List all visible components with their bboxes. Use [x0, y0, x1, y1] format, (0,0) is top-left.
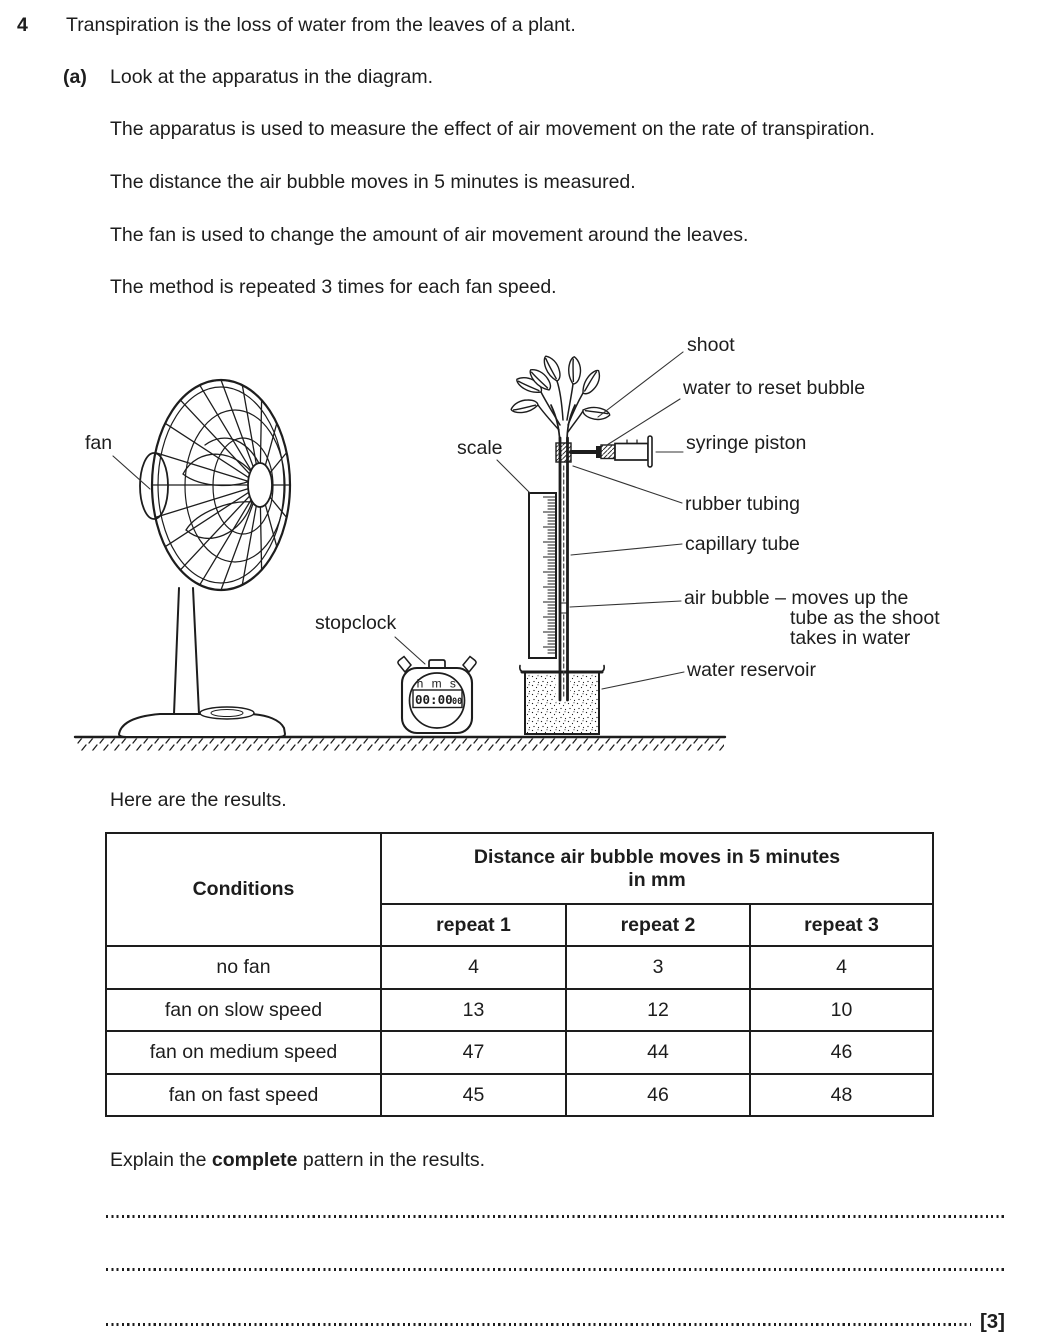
rubber-tubing-label: rubber tubing [685, 493, 800, 515]
answer-prompt-suffix: pattern in the results. [297, 1149, 486, 1171]
rubber-tubing-leader-line [572, 465, 683, 504]
leader-lines [112, 351, 685, 690]
repeat-3-header: repeat 3 [749, 903, 934, 947]
scale-leader-line [496, 459, 531, 494]
shoot-label: shoot [687, 334, 735, 356]
fan-illustration [117, 378, 292, 738]
answer-prompt-prefix: Explain the [110, 1149, 212, 1171]
value-cell: 46 [565, 1073, 751, 1117]
value-cell: 4 [380, 945, 567, 990]
value-cell: 10 [749, 988, 934, 1032]
answer-line-3 [106, 1323, 971, 1326]
stopclock-label: stopclock [315, 612, 397, 634]
shoot-leader-line [597, 351, 684, 418]
water-reservoir-illustration [519, 664, 605, 735]
fan-leader-line [112, 455, 151, 490]
stopclock-leader-line [394, 636, 426, 665]
stopclock-illustration: h m s 00:00 00 [397, 655, 477, 735]
stopclock-units-label: h m s [417, 677, 459, 691]
paragraph-4: The method is repeated 3 times for each … [110, 276, 557, 298]
table-row: fan on slow speed 13 12 10 [105, 988, 934, 1032]
ground [73, 735, 727, 751]
results-intro: Here are the results. [110, 789, 287, 811]
condition-cell: no fan [105, 945, 382, 990]
air-bubble-label-line3: takes in water [790, 627, 911, 649]
capillary-tube-label: capillary tube [685, 533, 800, 555]
air-bubble-label-line1: air bubble – moves up the [684, 587, 909, 609]
air-bubble-leader-line [569, 600, 682, 608]
answer-prompt: Explain the complete pattern in the resu… [110, 1149, 485, 1172]
value-cell: 44 [565, 1030, 751, 1075]
value-cell: 45 [380, 1073, 567, 1117]
paragraph-2: The distance the air bubble moves in 5 m… [110, 171, 636, 193]
distance-header-line2: in mm [628, 868, 686, 891]
repeat-1-header: repeat 1 [380, 903, 567, 947]
question-number: 4 [17, 14, 28, 36]
water-reset-label: water to reset bubble [683, 377, 866, 399]
condition-cell: fan on fast speed [105, 1073, 382, 1117]
air-bubble [561, 602, 567, 614]
scale-illustration [528, 492, 557, 659]
part-label: (a) [63, 66, 87, 88]
value-cell: 48 [749, 1073, 934, 1117]
question-intro: Transpiration is the loss of water from … [66, 14, 576, 36]
table-row: fan on medium speed 47 44 46 [105, 1030, 934, 1075]
fan-label: fan [85, 432, 113, 454]
condition-cell: fan on medium speed [105, 1030, 382, 1075]
water-reset-leader-line [606, 398, 681, 446]
paragraph-1: The apparatus is used to measure the eff… [110, 118, 875, 140]
answer-line-1 [106, 1215, 1004, 1218]
conditions-header: Conditions [105, 832, 382, 947]
water-reservoir-label: water reservoir [687, 659, 816, 681]
answer-line-3-row: [3] [106, 1304, 1005, 1332]
water-reservoir-leader-line [601, 671, 685, 690]
results-table: Conditions Distance air bubble moves in … [105, 832, 934, 1117]
part-text: Look at the apparatus in the diagram. [110, 66, 434, 88]
distance-header-line1: Distance air bubble moves in 5 minutes [473, 845, 841, 868]
air-bubble-label-line2: tube as the shoot [790, 607, 940, 629]
value-cell: 3 [565, 945, 751, 990]
paragraph-3: The fan is used to change the amount of … [110, 224, 749, 246]
shoot-illustration [510, 354, 612, 444]
table-row: no fan 4 3 4 [105, 945, 934, 990]
stopclock-time-fraction: 00 [452, 697, 462, 707]
value-cell: 12 [565, 988, 751, 1032]
scale-label: scale [457, 437, 503, 459]
distance-header: Distance air bubble moves in 5 minutes i… [380, 832, 934, 905]
apparatus-diagram: h m s 00:00 00 [73, 351, 727, 751]
syringe-piston-plate [647, 435, 653, 468]
value-cell: 46 [749, 1030, 934, 1075]
value-cell: 4 [749, 945, 934, 990]
marks-badge: [3] [979, 1309, 1005, 1333]
capillary-tube-leader-line [570, 543, 683, 556]
answer-line-2 [106, 1268, 1004, 1271]
value-cell: 13 [380, 988, 567, 1032]
table-row: fan on fast speed 45 46 48 [105, 1073, 934, 1117]
value-cell: 47 [380, 1030, 567, 1075]
repeat-2-header: repeat 2 [565, 903, 751, 947]
stopclock-time-display: 00:00 [415, 692, 453, 707]
condition-cell: fan on slow speed [105, 988, 382, 1032]
answer-prompt-bold: complete [211, 1149, 298, 1171]
syringe-illustration [555, 435, 653, 468]
rubber-tubing-block [555, 442, 572, 463]
syringe-piston-label: syringe piston [686, 432, 807, 454]
capillary-tube-illustration [558, 436, 569, 702]
